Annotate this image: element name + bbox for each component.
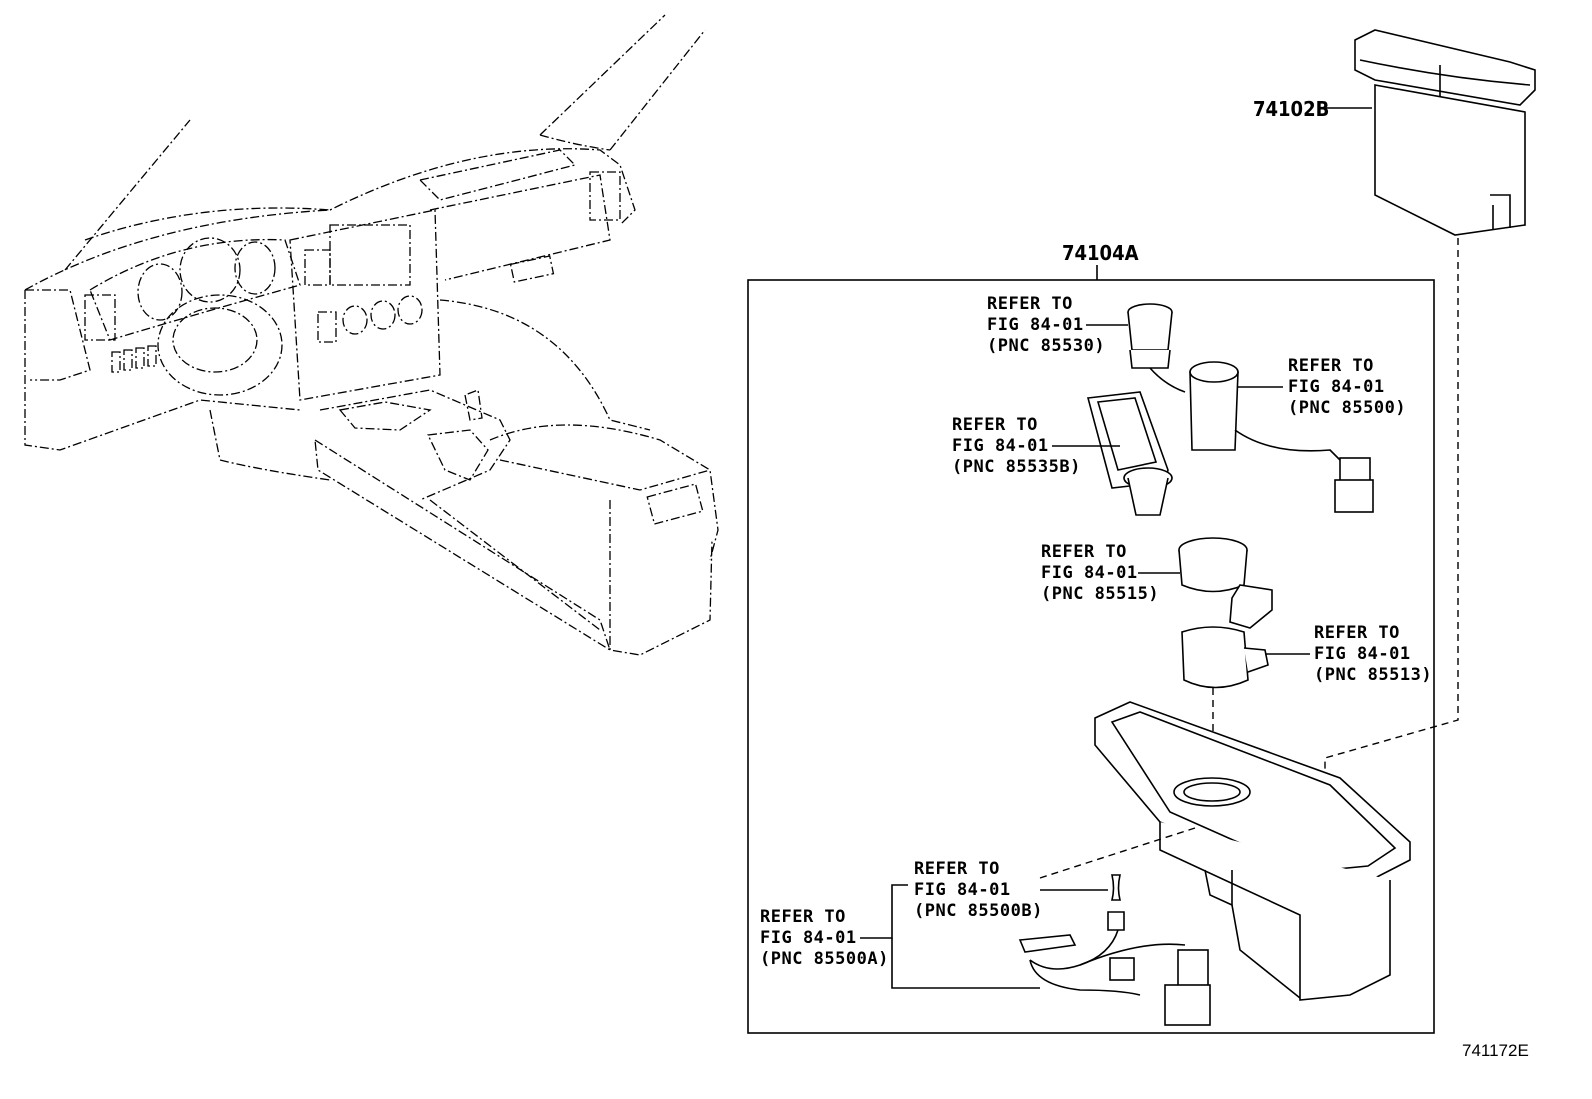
svg-text:FIG 84-01: FIG 84-01 bbox=[987, 315, 1084, 335]
callout-pnc-85500: REFER TO FIG 84-01 (PNC 85500) bbox=[1288, 356, 1406, 418]
callout-leaders bbox=[860, 324, 1310, 989]
svg-text:(PNC 85500): (PNC 85500) bbox=[1288, 398, 1406, 418]
svg-text:(PNC 85513): (PNC 85513) bbox=[1314, 665, 1432, 685]
callout-pnc-85513: REFER TO FIG 84-01 (PNC 85513) bbox=[1314, 623, 1432, 685]
component-illustrations bbox=[1018, 303, 1411, 1026]
svg-text:(PNC 85535B): (PNC 85535B) bbox=[952, 457, 1081, 477]
svg-text:REFER TO: REFER TO bbox=[1314, 623, 1400, 643]
svg-text:REFER TO: REFER TO bbox=[1041, 542, 1127, 562]
svg-text:(PNC 85530): (PNC 85530) bbox=[987, 336, 1105, 356]
console-box-assembly-frame bbox=[747, 279, 1435, 1034]
svg-text:FIG 84-01: FIG 84-01 bbox=[952, 436, 1049, 456]
console-box-lid-part bbox=[1324, 29, 1536, 870]
box-lid-part-number: 74102B bbox=[1253, 97, 1329, 121]
svg-text:(PNC 85500A): (PNC 85500A) bbox=[760, 949, 889, 969]
svg-text:(PNC 85500B): (PNC 85500B) bbox=[914, 901, 1043, 921]
svg-text:FIG 84-01: FIG 84-01 bbox=[760, 928, 857, 948]
svg-text:FIG 84-01: FIG 84-01 bbox=[1288, 377, 1385, 397]
callout-pnc-85535b: REFER TO FIG 84-01 (PNC 85535B) bbox=[952, 415, 1081, 477]
console-box-part-number: 74104A bbox=[1062, 241, 1139, 265]
callout-pnc-85515: REFER TO FIG 84-01 (PNC 85515) bbox=[1041, 542, 1159, 604]
callout-pnc-85500a: REFER TO FIG 84-01 (PNC 85500A) bbox=[760, 907, 889, 969]
svg-text:REFER TO: REFER TO bbox=[1288, 356, 1374, 376]
callout-pnc-85500b: REFER TO FIG 84-01 (PNC 85500B) bbox=[914, 859, 1043, 921]
svg-text:FIG 84-01: FIG 84-01 bbox=[1041, 563, 1138, 583]
svg-text:FIG 84-01: FIG 84-01 bbox=[914, 880, 1011, 900]
figure-id: 741172E bbox=[1462, 1041, 1529, 1060]
svg-text:REFER TO: REFER TO bbox=[952, 415, 1038, 435]
svg-text:REFER TO: REFER TO bbox=[987, 294, 1073, 314]
svg-text:REFER TO: REFER TO bbox=[760, 907, 846, 927]
svg-text:(PNC 85515): (PNC 85515) bbox=[1041, 584, 1159, 604]
dashboard-overview-illustration bbox=[24, 14, 719, 656]
callout-pnc-85530: REFER TO FIG 84-01 (PNC 85530) bbox=[987, 294, 1105, 356]
svg-text:REFER TO: REFER TO bbox=[914, 859, 1000, 879]
svg-text:FIG 84-01: FIG 84-01 bbox=[1314, 644, 1411, 664]
